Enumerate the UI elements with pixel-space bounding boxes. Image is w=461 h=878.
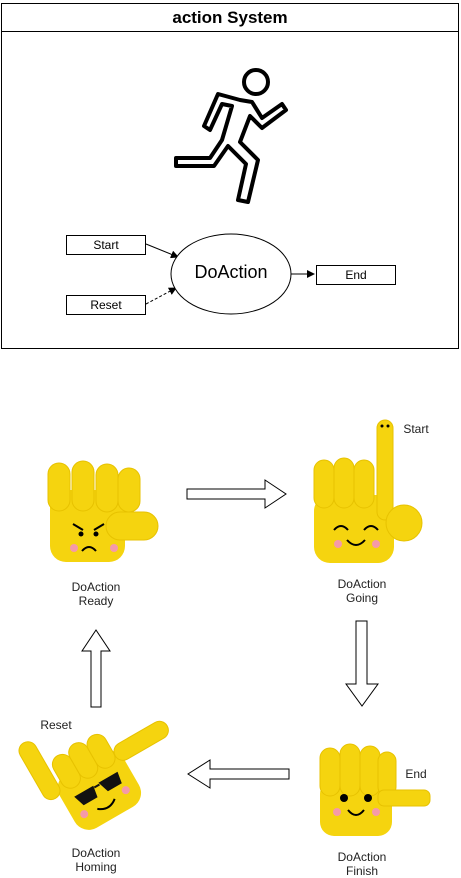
start-box: Start: [66, 235, 146, 255]
system-title: action System: [1, 3, 459, 32]
pointing-hand-icon: [313, 419, 423, 563]
open-hand-icon: [319, 743, 431, 836]
doaction-ellipse: [170, 233, 292, 315]
shaka-hand-icon: [18, 720, 169, 830]
homing-reset-tag: Reset: [40, 718, 72, 732]
reset-box: Reset: [66, 295, 146, 315]
doaction-label: DoAction: [194, 262, 268, 282]
end-box: End: [316, 265, 396, 285]
finish-end-tag: End: [405, 767, 427, 781]
arrow-left-icon: [187, 759, 290, 789]
arrow-down-icon: [345, 620, 379, 707]
going-start-tag: Start: [403, 422, 429, 436]
arrow-up-icon: [81, 629, 111, 708]
system-panel: [1, 3, 459, 349]
reset-connector: [145, 287, 177, 305]
start-connector: [145, 243, 179, 259]
running-person-icon: [174, 68, 288, 204]
fist-hand-icon: [47, 460, 159, 562]
arrow-right-icon: [186, 479, 287, 509]
